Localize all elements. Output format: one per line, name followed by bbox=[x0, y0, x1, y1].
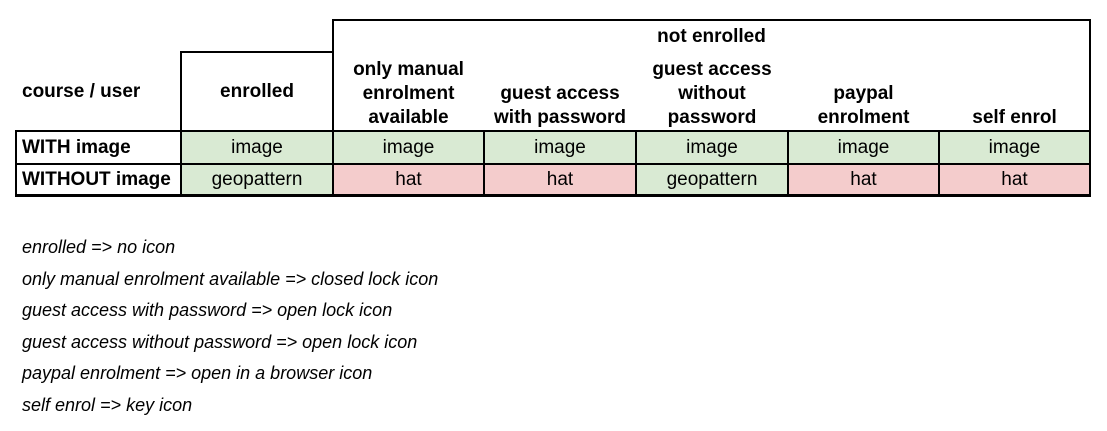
column-header-label: password bbox=[667, 107, 757, 128]
column-header-label: enrolment bbox=[817, 107, 910, 128]
cell-value: hat bbox=[546, 168, 574, 190]
column-header-self-enrol: self enrol bbox=[939, 52, 1090, 131]
cell-value: image bbox=[686, 136, 738, 158]
column-header-label: guest access bbox=[652, 59, 772, 80]
grid-line bbox=[787, 130, 789, 197]
table-cell: hat bbox=[333, 164, 484, 195]
cell-value: image bbox=[231, 136, 283, 158]
column-header-enrolled: enrolled bbox=[181, 52, 333, 131]
corner-header: course / user bbox=[16, 52, 181, 131]
column-header-label: enrolment bbox=[362, 83, 455, 104]
grid-line bbox=[1089, 19, 1091, 197]
group-header-label: not enrolled bbox=[657, 25, 766, 47]
column-header-label: only manual bbox=[353, 59, 464, 80]
cell-value: geopattern bbox=[666, 168, 758, 190]
column-header-label: self enrol bbox=[972, 107, 1057, 128]
table-cell: hat bbox=[788, 164, 939, 195]
column-header-guest-password: guest access with password bbox=[484, 52, 636, 131]
corner-header-label: course / user bbox=[22, 81, 141, 102]
table-cell: geopattern bbox=[636, 164, 788, 195]
cell-value: image bbox=[382, 136, 435, 158]
cell-value: hat bbox=[850, 168, 877, 190]
table-cell: hat bbox=[484, 164, 636, 195]
grid-line bbox=[635, 130, 637, 197]
column-header-label: without bbox=[678, 83, 746, 104]
row-header-label: WITH image bbox=[22, 136, 131, 158]
table-cell: image bbox=[181, 131, 333, 164]
column-header-paypal: paypal enrolment bbox=[788, 52, 939, 131]
grid-line bbox=[483, 130, 485, 197]
table-cell: image bbox=[788, 131, 939, 164]
table-cell: image bbox=[484, 131, 636, 164]
cell-value: hat bbox=[1001, 168, 1028, 190]
grid-line bbox=[15, 130, 17, 197]
row-header-with-image: WITH image bbox=[16, 131, 181, 164]
row-header-without-image: WITHOUT image bbox=[16, 164, 181, 195]
cell-value: image bbox=[988, 136, 1041, 158]
grid-line bbox=[15, 130, 1091, 132]
grid-line bbox=[938, 130, 940, 197]
grid-line bbox=[180, 51, 182, 197]
grid-line bbox=[15, 163, 1091, 165]
column-header-label: available bbox=[368, 107, 449, 128]
note-line: guest access with password => open lock … bbox=[22, 300, 393, 321]
note-line: guest access without password => open lo… bbox=[22, 331, 418, 352]
grid-line bbox=[180, 51, 334, 53]
column-header-label: enrolled bbox=[220, 81, 294, 102]
cell-value: image bbox=[837, 136, 890, 158]
note-line: paypal enrolment => open in a browser ic… bbox=[22, 363, 373, 384]
legend-notes: enrolled => no icon only manual enrolmen… bbox=[22, 232, 438, 422]
column-header-label: with password bbox=[494, 107, 626, 128]
table-cell: image bbox=[636, 131, 788, 164]
column-header-label: paypal bbox=[833, 83, 894, 104]
note-line: self enrol => key icon bbox=[22, 394, 193, 415]
column-header-label: guest access bbox=[500, 83, 620, 104]
column-header-manual: only manual enrolment available bbox=[333, 52, 484, 131]
group-header-not-enrolled: not enrolled bbox=[333, 22, 1090, 52]
row-header-label: WITHOUT image bbox=[22, 168, 171, 190]
table-cell: image bbox=[939, 131, 1090, 164]
grid-line bbox=[332, 19, 1091, 21]
cell-value: hat bbox=[395, 168, 422, 190]
cell-value: image bbox=[534, 136, 586, 158]
note-line: enrolled => no icon bbox=[22, 237, 176, 257]
grid-line bbox=[15, 194, 1091, 197]
table-cell: geopattern bbox=[181, 164, 333, 195]
note-line: only manual enrolment available => close… bbox=[22, 268, 439, 289]
grid-line bbox=[332, 19, 334, 197]
cell-value: geopattern bbox=[211, 168, 303, 190]
table-cell: hat bbox=[939, 164, 1090, 195]
table-cell: image bbox=[333, 131, 484, 164]
column-header-guest-no-password: guest access without password bbox=[636, 52, 788, 131]
